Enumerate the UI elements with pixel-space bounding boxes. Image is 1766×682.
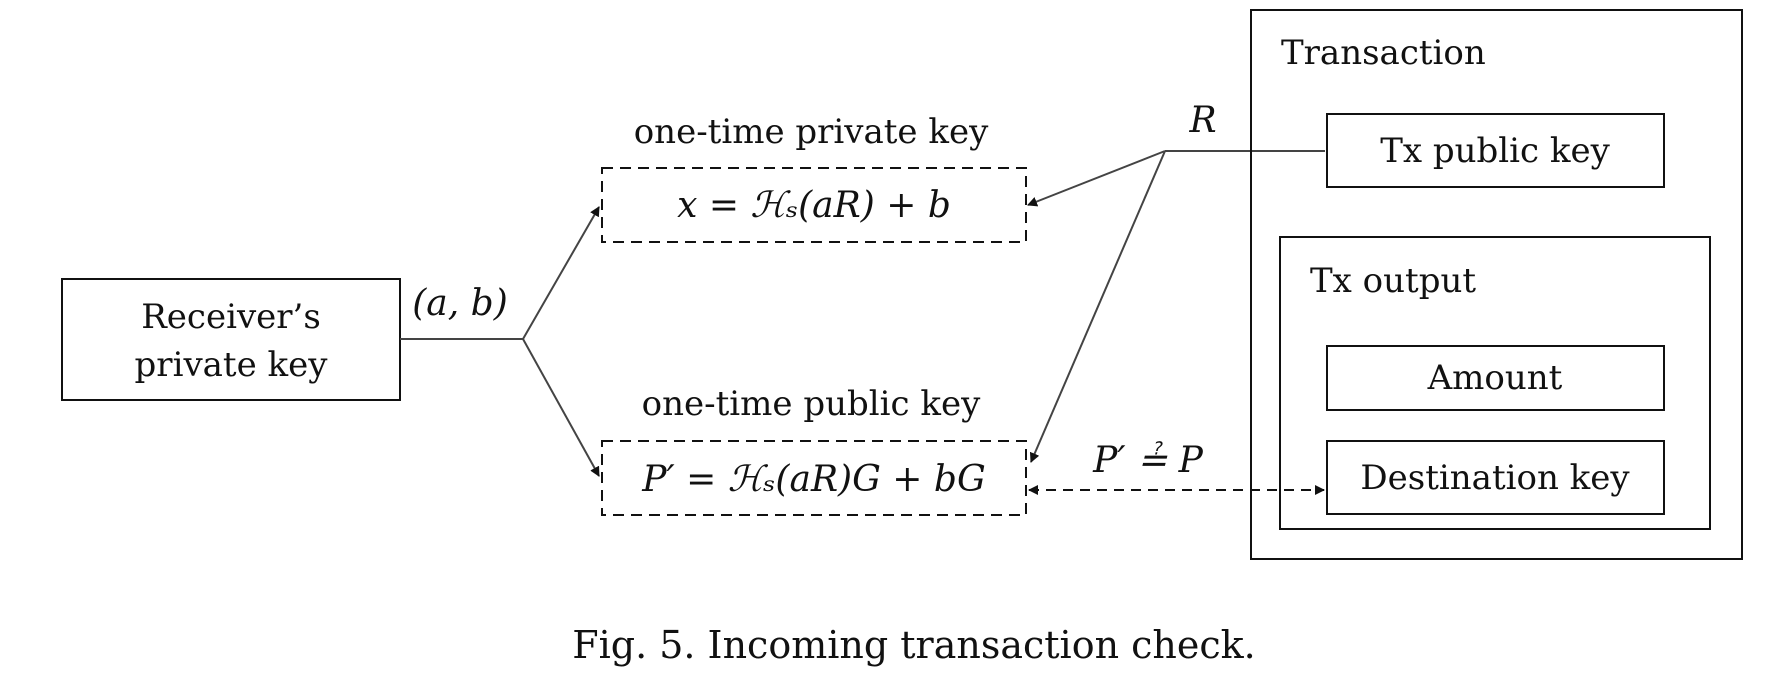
tx-output-title: Tx output	[1310, 261, 1476, 301]
onetime-private-title: one-time private key	[634, 112, 989, 152]
figure-caption: Fig. 5. Incoming transaction check.	[572, 623, 1256, 667]
receiver-label-line2: private key	[135, 345, 329, 385]
amount-box	[1326, 345, 1665, 411]
onetime-private-formula: x = ℋₛ(aR) + b	[677, 185, 951, 226]
tx-public-key-label: Tx public key	[1380, 131, 1610, 171]
r-label: R	[1188, 100, 1216, 141]
r-arrow-to-public	[1029, 150, 1166, 463]
transaction-box	[1250, 9, 1743, 560]
onetime-public-box	[601, 440, 1027, 516]
tx-output-node: Tx output Amount Destination key	[1279, 236, 1711, 530]
receiver-private-key-node: Receiver’s private key	[61, 278, 401, 401]
receiver-label-line1: Receiver’s	[141, 297, 321, 337]
onetime-public-formula: P′ = ℋₛ(aR)G + bG	[641, 459, 985, 500]
branch-arrow-private	[522, 206, 600, 340]
onetime-public-title: one-time public key	[642, 384, 981, 424]
transaction-node: Transaction Tx public key Tx output Amou…	[1250, 9, 1743, 560]
amount-label: Amount	[1427, 358, 1563, 398]
edge-ab-label: (a, b)	[412, 283, 507, 324]
tx-output-box	[1279, 236, 1711, 530]
onetime-private-box	[601, 167, 1027, 243]
compare-label: P′ ≟ P	[1092, 440, 1203, 481]
branch-arrow-public	[522, 338, 600, 477]
transaction-title: Transaction	[1281, 33, 1486, 73]
r-arrow-to-private	[1027, 150, 1166, 207]
tx-public-key-box	[1326, 113, 1665, 188]
destination-key-box	[1326, 440, 1665, 515]
destination-key-label: Destination key	[1360, 458, 1630, 498]
